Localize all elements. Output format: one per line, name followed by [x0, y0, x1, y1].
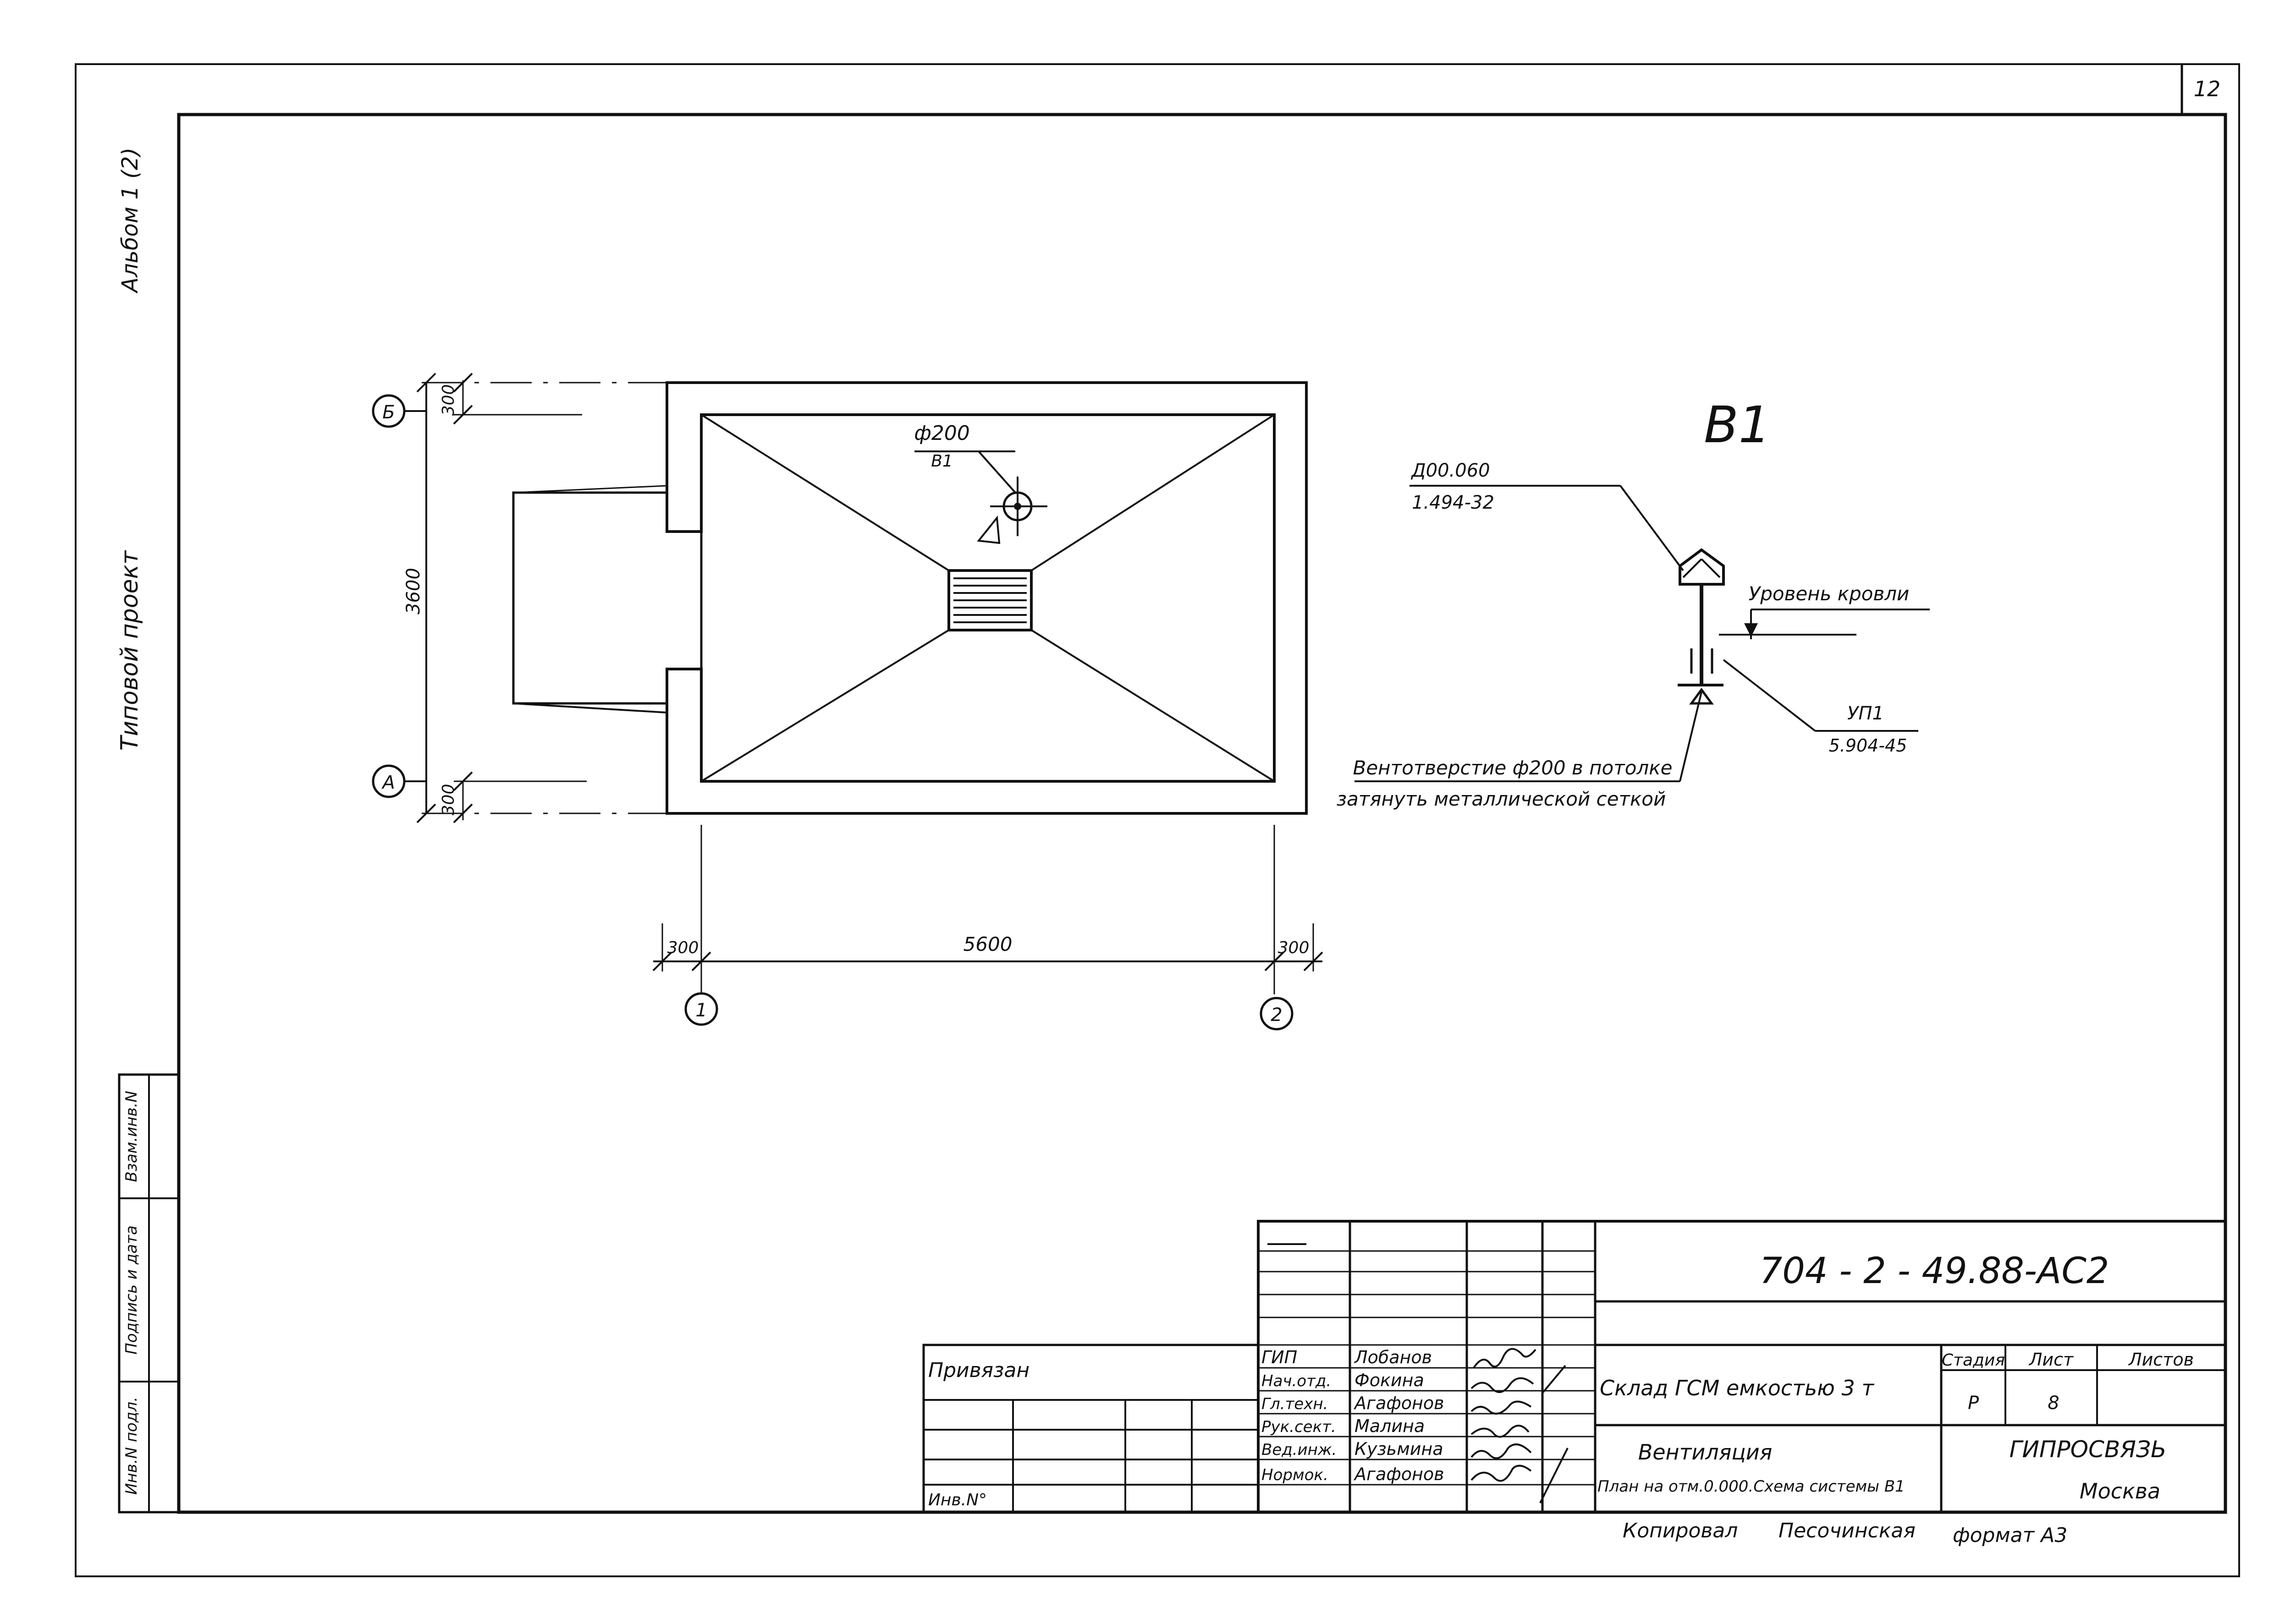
role-normok: Нормок. — [1261, 1466, 1328, 1484]
wall-outline — [666, 381, 1308, 815]
name-agafonov: Агафонов — [1353, 1393, 1444, 1413]
name-malina: Малина — [1354, 1416, 1425, 1436]
role-gip: ГИП — [1261, 1347, 1297, 1367]
opening-dia-label: ф200 — [914, 422, 970, 445]
outer-frame — [75, 63, 2240, 1577]
sheet-number: 12 — [2194, 77, 2221, 101]
side-stamp: Инв.N подл. Подпись и дата Взам.инв.N — [118, 1073, 180, 1514]
deflector-series: 1.494-32 — [1412, 492, 1494, 513]
name-agafonov-2: Агафонов — [1353, 1464, 1444, 1484]
deflector-code: Д00.060 — [1410, 460, 1490, 481]
dim-300-right: 300 — [1278, 938, 1310, 957]
stage-value: Р — [1968, 1393, 1979, 1414]
org-name: ГИПРОСВЯЗЬ — [2010, 1436, 2167, 1463]
floor-plan: ф200 В1 300 3600 300 Б А — [372, 373, 1323, 1031]
entrance-canopy — [512, 491, 667, 705]
opening-system-label: В1 — [931, 452, 953, 471]
axis-1-label: 1 — [695, 1000, 707, 1021]
sheet-label: Лист — [2028, 1350, 2074, 1370]
dim-3600: 3600 — [403, 568, 424, 614]
ventilation-scheme: В1 Д00.060 1.494-32 Уровень кровли УП1 5… — [1337, 395, 1930, 810]
name-kuzmina: Кузьмина — [1354, 1439, 1443, 1459]
sheets-label: Листов — [2128, 1350, 2194, 1370]
axis-marker-2 — [1260, 997, 1294, 1031]
role-ruk-sekt: Рук.сект. — [1261, 1418, 1336, 1436]
role-nach-otd: Нач.отд. — [1261, 1372, 1331, 1390]
section-name: Вентиляция — [1638, 1440, 1773, 1465]
roof-level-mark — [1744, 623, 1758, 637]
roof-drain-grate — [947, 569, 1033, 631]
unit-leader — [1723, 659, 1816, 732]
vertical-dimension: 300 3600 300 — [403, 373, 667, 823]
document-code: 704 - 2 - 49.88-АС2 — [1760, 1251, 2109, 1292]
vent-opening-symbol — [977, 477, 1047, 544]
deflector-symbol — [1679, 548, 1725, 586]
format-label: формат А3 — [1953, 1524, 2067, 1547]
axis-b-label: Б — [382, 402, 395, 423]
dim-300-bottom: 300 — [439, 784, 458, 816]
airflow-arrow — [1689, 687, 1714, 705]
axis-a-label: А — [381, 772, 395, 793]
album-label: Альбом 1 (2) — [117, 148, 143, 294]
vzam-inv-label: Взам.инв.N — [122, 1091, 141, 1182]
title-block: 704 - 2 - 49.88-АС2 Привязан Инв.N° ГИП … — [922, 1220, 2227, 1514]
inv-no-label: Инв.N° — [928, 1491, 987, 1509]
inv-podl-label: Инв.N подл. — [122, 1397, 141, 1495]
dim-300-left: 300 — [667, 938, 699, 957]
note-line-1: Вентотверстие ф200 в потолке — [1353, 757, 1673, 779]
role-ved-inzh: Вед.инж. — [1261, 1441, 1337, 1459]
sheet-value: 8 — [2048, 1393, 2059, 1414]
dim-300-top: 300 — [439, 384, 458, 416]
name-lobanov: Лобанов — [1354, 1347, 1432, 1367]
project-type-label: Типовой проект — [116, 550, 143, 751]
scheme-title: В1 — [1704, 395, 1770, 454]
signatures — [1470, 1348, 1569, 1503]
unit-code: УП1 — [1847, 703, 1884, 724]
copier-name: Песочинская — [1778, 1519, 1916, 1542]
object-name: Склад ГСМ емкостью 3 т — [1600, 1376, 1874, 1400]
roof-level-label: Уровень кровли — [1749, 582, 1910, 605]
sign-date-label: Подпись и дата — [122, 1225, 141, 1355]
unit-series: 5.904-45 — [1829, 735, 1907, 756]
copied-by-label: Копировал — [1623, 1519, 1738, 1542]
stage-label: Стадия — [1942, 1351, 2005, 1370]
horizontal-dimension: 300 5600 300 — [652, 825, 1323, 994]
name-fokina: Фокина — [1354, 1370, 1424, 1390]
privyazan-label: Привязан — [928, 1359, 1030, 1382]
sheet-title: План на отм.0.000.Схема системы В1 — [1597, 1477, 1905, 1496]
city-name: Москва — [2080, 1479, 2160, 1503]
roof-slope-lines — [700, 414, 1275, 782]
axis-marker-1 — [684, 992, 718, 1026]
note-line-2: затянуть металлической сеткой — [1337, 788, 1666, 810]
role-gl-tekhn: Гл.техн. — [1261, 1395, 1328, 1413]
axis-2-label: 2 — [1271, 1004, 1282, 1026]
dim-5600: 5600 — [964, 933, 1013, 955]
